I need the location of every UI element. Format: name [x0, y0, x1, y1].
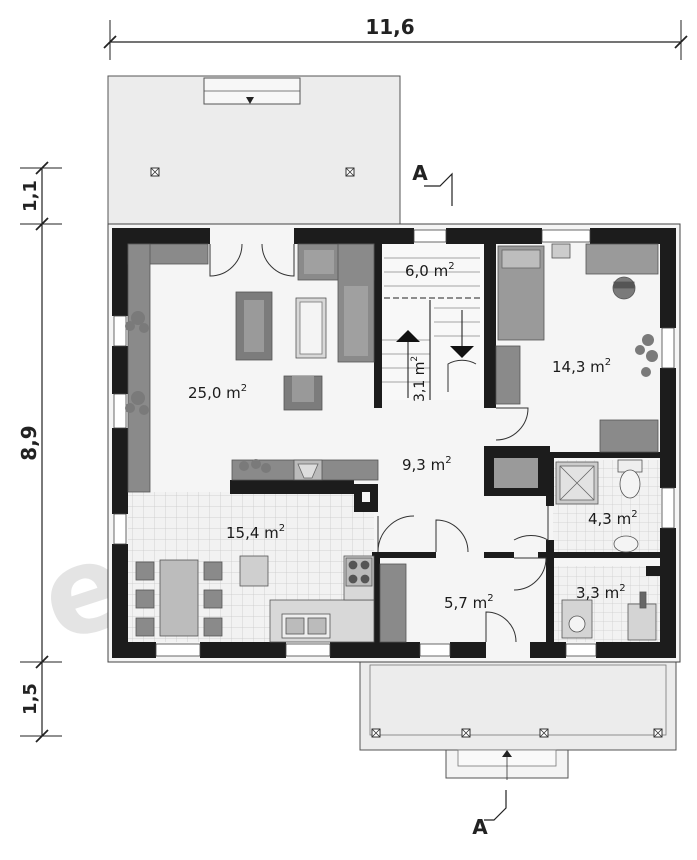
dimension-porch-label: 1,5 [20, 683, 41, 715]
room-area-stair-landing: 6,0 m2 [405, 261, 455, 280]
front-porch [359, 659, 677, 780]
washbasin [613, 535, 639, 553]
section-marker-bottom-label: A [472, 815, 488, 839]
chair [203, 589, 223, 609]
wardrobe [379, 563, 407, 643]
section-marker-top-label: A [412, 161, 428, 185]
arrow-up-icon [396, 330, 420, 342]
doors [209, 243, 549, 643]
staircase [380, 240, 484, 400]
section-marker-top: A [412, 161, 453, 206]
dresser [599, 419, 659, 453]
post-icon [461, 728, 471, 738]
dimension-vertical: 1,1 8,9 1,5 [17, 161, 62, 743]
room-area-stair: 3,1 m2 [410, 356, 428, 402]
walls [112, 228, 676, 658]
room-labels: 25,0 m2 6,0 m2 3,1 m2 14,3 m2 9,3 m2 15,4 m2 4… [188, 261, 638, 612]
toilet [619, 469, 641, 499]
windows [113, 229, 675, 657]
room-area-bathroom: 4,3 m2 [588, 509, 638, 528]
chair [203, 617, 223, 637]
room-area-entrance: 5,7 m2 [444, 593, 494, 612]
room-area-utility: 3,3 m2 [576, 583, 626, 602]
plant-icon [125, 311, 658, 473]
room-area-living: 25,0 m2 [188, 383, 247, 402]
fridge [239, 555, 269, 587]
wardrobe [495, 345, 521, 405]
dining-table [159, 559, 199, 637]
furniture [127, 243, 659, 643]
section-marker-bottom: A [472, 790, 507, 839]
dimension-depth-label: 8,9 [17, 425, 41, 460]
chair [135, 561, 155, 581]
post-icon [653, 728, 663, 738]
back-terrace [107, 75, 401, 227]
desk [585, 243, 659, 275]
room-area-hall: 9,3 m2 [402, 455, 452, 474]
chair [135, 589, 155, 609]
post-icon [345, 167, 355, 177]
boiler [627, 603, 657, 641]
room-area-kitchen-dining: 15,4 m2 [226, 523, 285, 542]
chair [203, 561, 223, 581]
sofa [127, 243, 151, 493]
post-icon [539, 728, 549, 738]
post-icon [371, 728, 381, 738]
room-area-bedroom: 14,3 m2 [552, 357, 611, 376]
chair [135, 617, 155, 637]
dimension-width: 11,6 [103, 15, 688, 60]
arrow-down-icon [450, 346, 474, 358]
dimension-terrace-label: 1,1 [20, 180, 41, 212]
dimension-width-label: 11,6 [365, 15, 414, 39]
post-icon [150, 167, 160, 177]
